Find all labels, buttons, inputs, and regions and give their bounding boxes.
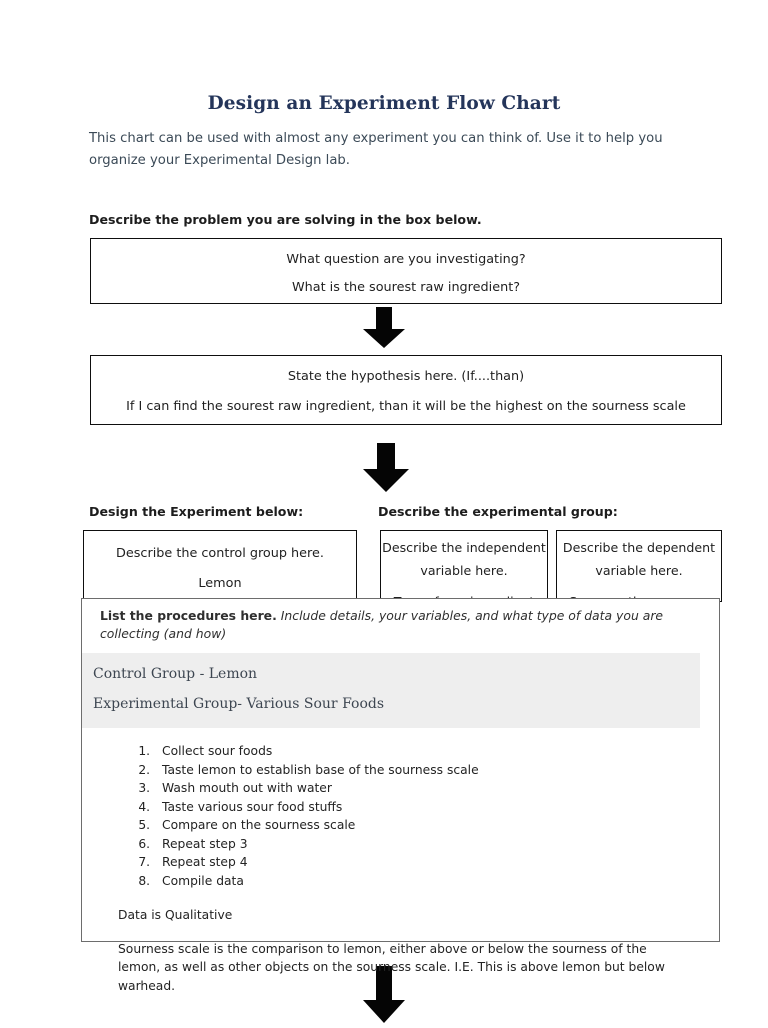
question-answer: What is the sourest raw ingredient?	[291, 280, 520, 295]
list-item: Compile data	[154, 872, 719, 891]
independent-prompt-line1: Describe the independent	[382, 540, 546, 555]
dependent-variable-box[interactable]: Describe the dependent variable here. Sc…	[556, 530, 722, 609]
dependent-prompt-line1: Describe the dependent	[562, 540, 716, 555]
independent-prompt-line2: variable here.	[420, 562, 508, 578]
procedures-header-italic: Include details, your variables, and wha…	[100, 608, 664, 641]
hypothesis-box[interactable]: State the hypothesis here. (If....than) …	[90, 355, 722, 425]
procedures-header-bold: List the procedures here.	[100, 608, 277, 623]
list-item: Wash mouth out with water	[154, 779, 719, 798]
list-item: Collect sour foods	[154, 742, 719, 761]
down-arrow-icon	[362, 443, 410, 493]
dependent-prompt-line2: variable here.	[595, 562, 683, 578]
procedures-header: List the procedures here. Include detail…	[82, 607, 719, 643]
control-prompt: Describe the control group here.	[116, 546, 324, 561]
control-answer: Lemon	[198, 576, 242, 591]
list-item: Repeat step 4	[154, 853, 719, 872]
label-experimental-group: Describe the experimental group:	[378, 504, 618, 519]
control-group-line: Control Group - Lemon	[93, 666, 258, 682]
list-item: Repeat step 3	[154, 835, 719, 854]
procedures-step-list: Collect sour foods Taste lemon to establ…	[82, 742, 719, 890]
question-prompt: What question are you investigating?	[286, 252, 526, 267]
procedures-box[interactable]: List the procedures here. Include detail…	[81, 598, 720, 993]
down-arrow-icon	[362, 966, 406, 1024]
list-item: Taste lemon to establish base of the sou…	[154, 761, 719, 780]
data-type-note: Data is Qualitative	[118, 908, 233, 922]
page-title: Design an Experiment Flow Chart	[207, 93, 561, 114]
independent-variable-box[interactable]: Describe the independent variable here. …	[380, 530, 548, 609]
intro-paragraph: This chart can be used with almost any e…	[89, 131, 663, 168]
spacer	[381, 582, 547, 591]
control-group-box[interactable]: Describe the control group here. Lemon	[83, 530, 357, 602]
down-arrow-icon	[362, 307, 406, 349]
label-describe-problem: Describe the problem you are solving in …	[89, 212, 482, 227]
label-design-experiment: Design the Experiment below:	[89, 504, 304, 519]
hypothesis-answer: If I can find the sourest raw ingredient…	[126, 399, 686, 414]
group-summary-band: Control Group - Lemon Experimental Group…	[82, 653, 700, 728]
sourness-scale-note: Sourness scale is the comparison to lemo…	[118, 941, 665, 993]
experimental-group-line: Experimental Group- Various Sour Foods	[93, 696, 385, 712]
spacer	[557, 582, 721, 591]
question-box[interactable]: What question are you investigating? Wha…	[90, 238, 722, 304]
hypothesis-prompt: State the hypothesis here. (If....than)	[287, 369, 525, 384]
list-item: Taste various sour food stuffs	[154, 798, 719, 817]
list-item: Compare on the sourness scale	[154, 816, 719, 835]
